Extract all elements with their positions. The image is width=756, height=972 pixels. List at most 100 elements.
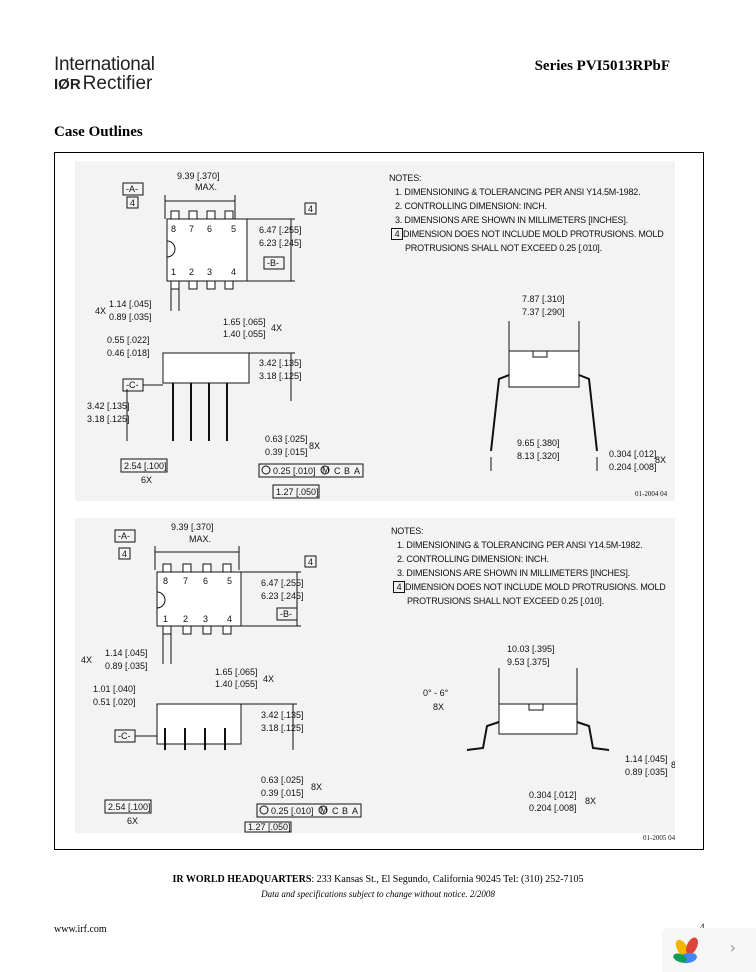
- notes-1-marker: 4: [391, 228, 403, 240]
- datum-c-2: -C-: [118, 731, 131, 741]
- foot-mult: 8X: [671, 760, 675, 770]
- case-outline-1: -A- 4 9.39 [.370] MAX. 8 7 6 5 1 2: [54, 152, 704, 516]
- viewer-corner-widget: ›: [662, 928, 756, 972]
- mult-8x-b: 8X: [655, 455, 666, 465]
- tol-b-2: B: [342, 806, 348, 816]
- tolerance: 0.25 [.010]: [273, 466, 316, 476]
- tol-a-2: A: [352, 806, 358, 816]
- width-max: MAX.: [195, 182, 217, 192]
- angle: 0° - 6°: [423, 688, 449, 698]
- notes-2-marker: 4: [393, 581, 405, 593]
- note4-box-a: 4: [130, 198, 135, 208]
- logo-line1: International: [54, 54, 155, 75]
- footer-url[interactable]: www.irf.com: [54, 924, 107, 935]
- width-dim-2: 9.39 [.370]: [171, 522, 214, 532]
- shoulder-1: 0.55 [.022]: [107, 335, 150, 345]
- pin-8: 8: [171, 224, 176, 234]
- hq-label: IR WORLD HEADQUARTERS: [172, 874, 312, 885]
- mult-6x-2: 6X: [127, 816, 138, 826]
- notes-1-line1: 1. DIMENSIONING & TOLERANCING PER ANSI Y…: [395, 187, 641, 197]
- lead-spacing-2: 1.27 [.050]: [248, 822, 291, 832]
- pin-5-2: 5: [227, 576, 232, 586]
- angle-mult: 8X: [433, 702, 444, 712]
- shoulder-2-2: 0.51 [.020]: [93, 697, 136, 707]
- lead-t-1-2: 0.304 [.012]: [529, 790, 577, 800]
- notes-1-title: NOTES:: [389, 173, 422, 183]
- lead-t-2: 0.204 [.008]: [609, 462, 657, 472]
- note4-box-b: 4: [308, 204, 313, 214]
- tol-c: C: [334, 466, 341, 476]
- notes-2-title: NOTES:: [391, 526, 424, 536]
- side-view-body: [162, 352, 250, 384]
- lead-len-2: 3.18 [.125]: [87, 414, 130, 424]
- notes-2-line3: 3. DIMENSIONS ARE SHOWN IN MILLIMETERS […: [397, 568, 630, 578]
- outline-drawing-1: -A- 4 9.39 [.370] MAX. 8 7 6 5 1 2: [75, 161, 675, 501]
- row-width-1: 9.65 [.380]: [517, 438, 560, 448]
- pin-4-2: 4: [227, 614, 232, 624]
- notes-1-line4: DIMENSION DOES NOT INCLUDE MOLD PROTRUSI…: [403, 229, 664, 239]
- width-max-2: MAX.: [189, 534, 211, 544]
- flower-logo-icon: [673, 937, 698, 964]
- notes-1-line5: PROTRUSIONS SHALL NOT EXCEED 0.25 [.010]…: [405, 243, 602, 253]
- next-page-chevron-icon[interactable]: ›: [729, 938, 736, 957]
- mult-4x-b: 4X: [271, 323, 282, 333]
- lead-width-1-2: 1.14 [.045]: [105, 648, 148, 658]
- pitch-a-1-2: 1.65 [.065]: [215, 667, 258, 677]
- lead-len-1: 3.42 [.135]: [87, 401, 130, 411]
- pin-7-2: 7: [183, 576, 188, 586]
- notes-1-line2: 2. CONTROLLING DIMENSION: INCH.: [395, 201, 547, 211]
- mult-4x-a-2: 4X: [81, 655, 92, 665]
- top-view-body-2: [156, 571, 242, 627]
- datum-a: -A-: [126, 184, 138, 194]
- footer-disclaimer: Data and specifications subject to chang…: [261, 889, 495, 899]
- height-1-2: 3.42 [.135]: [261, 710, 304, 720]
- pitch-2: 2.54 [.100]: [108, 802, 151, 812]
- body-width-2: 6.23 [.245]: [259, 238, 302, 248]
- pin-4: 4: [231, 267, 236, 277]
- top-view-body: [166, 218, 248, 282]
- notes-1-line3: 3. DIMENSIONS ARE SHOWN IN MILLIMETERS […: [395, 215, 628, 225]
- hq-address: : 233 Kansas St., El Segundo, California…: [311, 874, 584, 885]
- end-view-body: [508, 350, 580, 388]
- lead-t-2-2: 0.204 [.008]: [529, 803, 577, 813]
- lead-width-2-2: 0.89 [.035]: [105, 661, 148, 671]
- side-view-body-2: [156, 703, 242, 745]
- tol-m: M: [322, 465, 330, 475]
- note4-box-a-2: 4: [122, 549, 127, 559]
- datum-b: -B-: [267, 258, 279, 268]
- body-width-2-2: 6.23 [.245]: [261, 591, 304, 601]
- lead-th-1-2: 0.63 [.025]: [261, 775, 304, 785]
- lead-spacing: 1.27 [.050]: [276, 487, 319, 497]
- height-2: 3.18 [.125]: [259, 371, 302, 381]
- lead-t-mult-2: 8X: [585, 796, 596, 806]
- pitch-a-2-2: 1.40 [.055]: [215, 679, 258, 689]
- outline-drawing-2: -A- 4 9.39 [.370] MAX. 8 7 6 5 1 2 3 4: [75, 518, 682, 833]
- outline-2-svg: -A- 4 9.39 [.370] MAX. 8 7 6 5 1 2 3 4: [81, 522, 682, 833]
- case-outline-2: -A- 4 9.39 [.370] MAX. 8 7 6 5 1 2 3 4: [54, 514, 704, 850]
- mult-4x-b-2: 4X: [263, 674, 274, 684]
- tol-a: A: [354, 466, 360, 476]
- shoulder-2: 0.46 [.018]: [107, 348, 150, 358]
- end-view-body-2: [498, 703, 578, 735]
- pin-1-2: 1: [163, 614, 168, 624]
- lead-width-1: 1.14 [.045]: [109, 299, 152, 309]
- end-width-1: 7.87 [.310]: [522, 294, 565, 304]
- section-title: Case Outlines: [54, 124, 143, 140]
- tol-c-2: C: [332, 806, 339, 816]
- shoulder-1-2: 1.01 [.040]: [93, 684, 136, 694]
- mult-6x: 6X: [141, 475, 152, 485]
- series-title: Series PVI5013RPbF: [534, 58, 670, 74]
- datum-a-2: -A-: [118, 531, 130, 541]
- pin-3: 3: [207, 267, 212, 277]
- body-width-1: 6.47 [.255]: [259, 225, 302, 235]
- end-width-2: 7.37 [.290]: [522, 307, 565, 317]
- pin-1: 1: [171, 267, 176, 277]
- pin-5: 5: [231, 224, 236, 234]
- page-number: 4: [700, 922, 705, 932]
- notes-2-line5: PROTRUSIONS SHALL NOT EXCEED 0.25 [.010]…: [407, 596, 604, 606]
- notes-2-line2: 2. CONTROLLING DIMENSION: INCH.: [397, 554, 549, 564]
- pin-2-2: 2: [183, 614, 188, 624]
- body-width-1-2: 6.47 [.255]: [261, 578, 304, 588]
- notes-1: NOTES: 1. DIMENSIONING & TOLERANCING PER…: [389, 171, 664, 255]
